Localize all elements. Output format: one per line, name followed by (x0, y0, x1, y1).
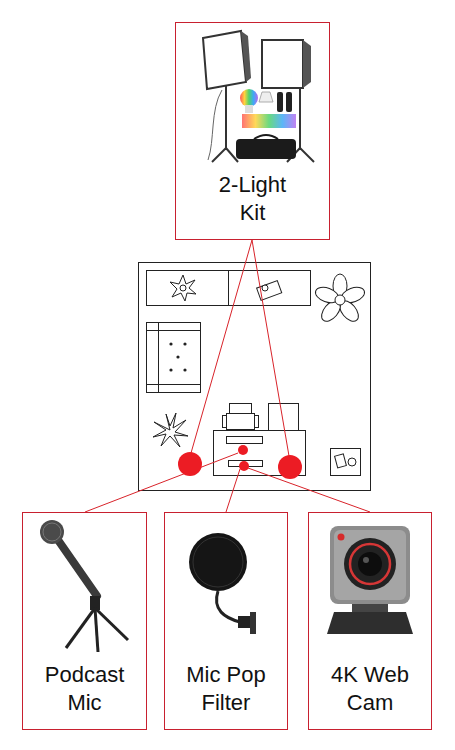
light-kit-picture (300, 148, 314, 162)
pop-filter-picture (193, 537, 243, 587)
location-dot (278, 455, 302, 479)
leader-line (191, 240, 252, 453)
light-kit-picture (225, 86, 227, 150)
floor-plan (230, 404, 252, 414)
location-dot (239, 461, 249, 471)
pop-filter-picture (217, 591, 240, 622)
floor-plan (176, 355, 179, 358)
floor-plan (348, 458, 356, 466)
floor-plan (139, 263, 371, 491)
light-kit-picture (277, 92, 283, 112)
floor-plan (335, 295, 345, 305)
floor-plan (170, 275, 196, 301)
leader-line (85, 240, 370, 512)
webcam-picture (358, 552, 382, 576)
floor-plan (153, 413, 188, 447)
microphone-picture (40, 520, 128, 652)
floor-plan (331, 449, 361, 476)
microphone-picture (90, 596, 100, 610)
light-kit-picture (242, 114, 296, 128)
product-box: Podcast Mic (22, 512, 147, 730)
leader-line (252, 240, 289, 456)
floor-plan (335, 454, 347, 468)
webcam-picture (338, 534, 345, 541)
leader-line (248, 468, 370, 512)
product-box: Mic Pop Filter (164, 512, 288, 730)
location-dot (178, 445, 302, 479)
webcam-picture (352, 604, 388, 612)
floor-plan (223, 416, 227, 428)
floor-plan (227, 437, 263, 444)
floor-plan (153, 413, 188, 447)
microphone-picture (95, 608, 128, 640)
pop-filter-picture (250, 612, 256, 634)
microphone-picture (95, 608, 98, 652)
floor-plan (147, 271, 311, 306)
light-kit-picture (236, 139, 296, 159)
floor-plan (262, 285, 268, 291)
light-kit-picture (212, 148, 226, 162)
light-kit-picture (208, 90, 222, 160)
location-dot (178, 452, 202, 476)
floor-plan (159, 385, 201, 393)
product-label: 4K Web Cam (322, 661, 418, 717)
webcam-picture (334, 530, 406, 600)
light-kit-picture (299, 88, 301, 150)
webcam-picture (344, 538, 396, 590)
floor-plan (139, 263, 371, 491)
microphone-picture (66, 608, 95, 648)
product-label: Podcast Mic (37, 661, 133, 717)
floor-plan (228, 271, 229, 306)
product-label: Mic Pop Filter (178, 661, 274, 717)
light-kit-picture (203, 31, 314, 162)
webcam-picture (327, 526, 413, 634)
floor-plan (169, 342, 172, 345)
light-kit-picture (254, 135, 278, 139)
floor-plan (255, 416, 259, 428)
product-box: 2-Light Kit (175, 22, 330, 240)
light-kit-picture (286, 92, 292, 112)
webcam-picture (330, 526, 410, 604)
microphone-picture (43, 523, 61, 541)
floor-plan (183, 342, 186, 345)
light-kit-picture (303, 40, 311, 88)
light-kit-picture (262, 40, 303, 88)
floor-plan (169, 342, 186, 371)
floor-plan (170, 275, 196, 301)
pop-filter-picture (238, 616, 252, 628)
floor-plan (313, 274, 366, 325)
light-kit-picture (203, 31, 246, 89)
floor-plan (183, 368, 186, 371)
leader-line (85, 453, 238, 512)
product-box: 4K Web Cam (308, 512, 432, 730)
microphone-picture (58, 540, 97, 596)
product-label: 2-Light Kit (205, 171, 301, 227)
floor-plan (169, 368, 172, 371)
light-kit-picture (240, 89, 258, 107)
webcam-picture (363, 557, 369, 563)
floor-plan (147, 323, 201, 393)
floor-plan (227, 414, 255, 430)
leader-line (226, 469, 240, 512)
location-dot (238, 445, 248, 455)
floor-plan (180, 285, 186, 291)
pop-filter-picture (189, 533, 256, 634)
webcam-picture (350, 544, 390, 584)
microphone-picture (40, 520, 64, 544)
light-kit-picture (245, 105, 253, 113)
light-kit-picture (241, 31, 251, 82)
webcam-picture (327, 612, 413, 634)
floor-plan (159, 323, 201, 331)
pop-filter-picture (189, 533, 247, 591)
light-kit-picture (259, 92, 273, 102)
floor-plan (147, 331, 159, 385)
